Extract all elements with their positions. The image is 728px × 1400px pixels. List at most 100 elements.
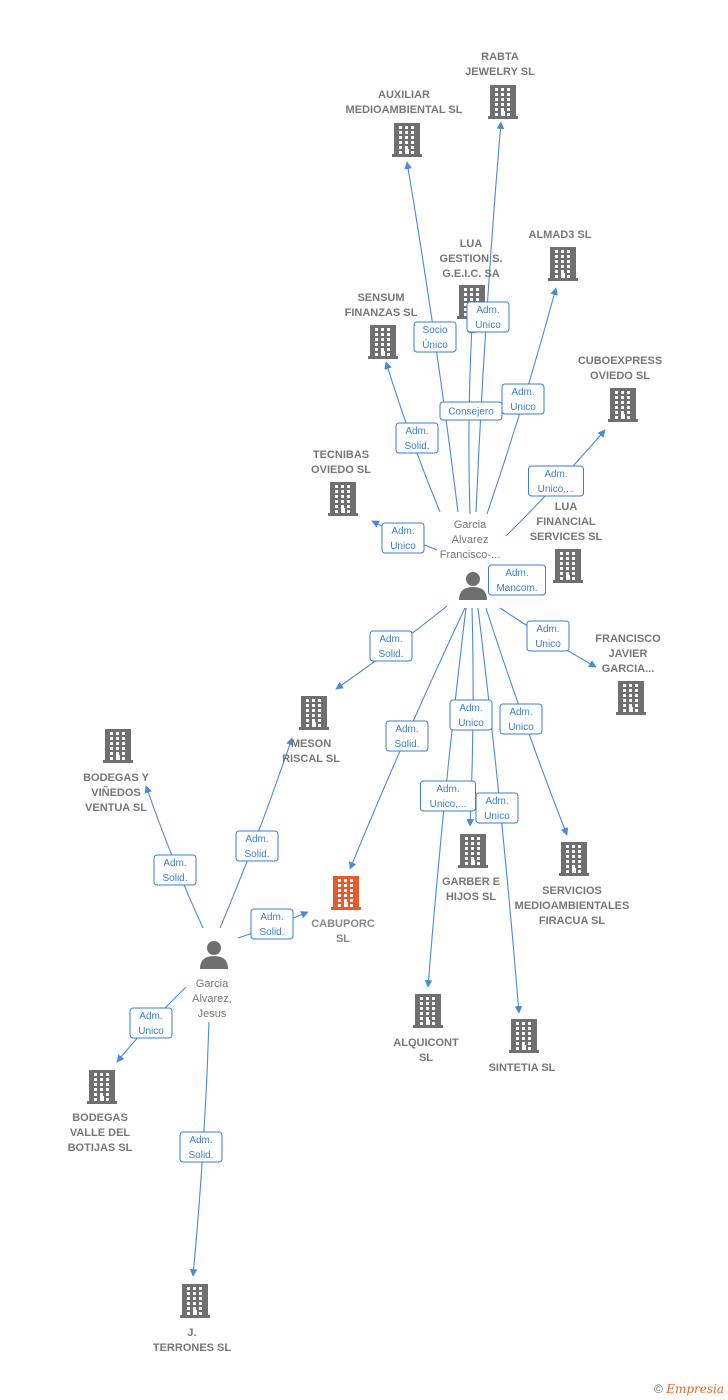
edge-label[interactable]: Adm.Unico bbox=[129, 1007, 173, 1039]
edge-label-text: Adm. bbox=[544, 469, 567, 480]
company-name-line: BOTIJAS SL bbox=[68, 1142, 133, 1154]
edge-label[interactable]: Adm.Solid. bbox=[235, 830, 279, 862]
edge-label-text: Solid. bbox=[394, 739, 419, 750]
footer-brand[interactable]: © Empresia bbox=[654, 1382, 724, 1396]
company-name-line: JEWELRY SL bbox=[465, 66, 535, 78]
company-node-rabta[interactable]: RABTA JEWELRY SL bbox=[465, 51, 535, 119]
building-icon[interactable] bbox=[488, 85, 518, 119]
building-icon[interactable] bbox=[548, 247, 578, 281]
company-name-line: MEDIOAMBIENTAL SL bbox=[346, 104, 463, 116]
company-node-almad3[interactable]: ALMAD3 SL bbox=[529, 229, 592, 281]
company-name-line: TECNIBAS bbox=[313, 449, 369, 461]
company-name-line: MESON bbox=[291, 738, 331, 750]
building-icon[interactable] bbox=[368, 325, 398, 359]
building-icon[interactable] bbox=[413, 994, 443, 1028]
company-name-line: FINANZAS SL bbox=[345, 307, 418, 319]
company-node-sintetia[interactable]: SINTETIA SL bbox=[489, 1019, 556, 1074]
edge-label[interactable]: Adm.Solid. bbox=[395, 422, 439, 454]
edge-label-text: Único bbox=[422, 338, 448, 351]
edge-label-text: Solid. bbox=[404, 441, 429, 452]
building-icon[interactable] bbox=[87, 1070, 117, 1104]
edge-label[interactable]: Adm.Unico bbox=[449, 699, 493, 731]
edge-label-text: Consejero bbox=[448, 407, 494, 418]
edge-label-text: Mancom. bbox=[496, 583, 537, 594]
building-icon[interactable] bbox=[328, 482, 358, 516]
person-name-line: Garcia bbox=[196, 978, 229, 990]
edge-label[interactable]: Adm. Unico bbox=[526, 620, 570, 652]
person-node-francisco_person[interactable]: GarciaAlvarezFrancisco-... bbox=[440, 519, 501, 600]
edge-label[interactable]: Consejero bbox=[439, 401, 503, 421]
company-name-line: LUA bbox=[555, 501, 578, 513]
edge-label-text: Adm. bbox=[505, 568, 528, 579]
edge-label-text: Unico bbox=[510, 402, 536, 413]
person-name-line: Alvarez, bbox=[192, 993, 232, 1005]
edge-label[interactable]: Adm.Solid. bbox=[369, 630, 413, 662]
edge-label[interactable]: Adm.Unico,... bbox=[420, 780, 476, 812]
building-icon[interactable] bbox=[509, 1019, 539, 1053]
edge-label-text: Adm. bbox=[536, 624, 559, 635]
building-icon[interactable] bbox=[299, 696, 329, 730]
person-icon[interactable] bbox=[200, 941, 228, 969]
building-icon[interactable] bbox=[180, 1284, 210, 1318]
building-icon[interactable] bbox=[553, 549, 583, 583]
company-name-line: OVIEDO SL bbox=[590, 370, 650, 382]
company-name-line: BODEGAS Y bbox=[83, 772, 149, 784]
company-node-francisco[interactable]: FRANCISCOJAVIERGARCIA... bbox=[595, 633, 661, 715]
company-name-line: ALMAD3 SL bbox=[529, 229, 592, 241]
edge-label[interactable]: Adm. Mancom. bbox=[488, 564, 546, 596]
edge-label-text: Adm. bbox=[511, 387, 534, 398]
building-icon[interactable] bbox=[616, 681, 646, 715]
building-icon[interactable] bbox=[559, 842, 589, 876]
edge-label[interactable]: Adm.Solid. bbox=[179, 1131, 223, 1163]
edge-label[interactable]: Adm.Unico bbox=[499, 703, 543, 735]
edge-label[interactable]: Adm. Solid. bbox=[385, 720, 429, 752]
company-name-line: RABTA bbox=[481, 51, 519, 63]
person-icon[interactable] bbox=[459, 572, 487, 600]
person-name-line: Garcia bbox=[454, 519, 487, 531]
edge-label[interactable]: Adm.Unico bbox=[475, 792, 519, 824]
edge-label-text: Unico,... bbox=[430, 799, 467, 810]
edge-label[interactable]: Adm.Unico bbox=[381, 522, 425, 554]
building-icon[interactable] bbox=[608, 388, 638, 422]
edge-label-text: Adm. bbox=[395, 724, 418, 735]
edge-label-text: Adm. bbox=[163, 858, 186, 869]
company-node-terrones[interactable]: J.TERRONES SL bbox=[153, 1284, 232, 1354]
edge-label-text: Adm. bbox=[509, 707, 532, 718]
building-icon[interactable] bbox=[458, 834, 488, 868]
company-name-line: AUXILIAR bbox=[378, 89, 430, 101]
company-name-line: SINTETIA SL bbox=[489, 1062, 556, 1074]
edge-label[interactable]: Adm.Unico bbox=[466, 301, 510, 333]
edge-label-text: Unico bbox=[138, 1026, 164, 1037]
edge-label-text: Adm. bbox=[245, 834, 268, 845]
edge-label-text: Adm. bbox=[476, 305, 499, 316]
edge-label-text: Socio bbox=[422, 325, 447, 336]
company-node-sensum[interactable]: SENSUM FINANZAS SL bbox=[345, 292, 418, 359]
company-name-line: BODEGAS bbox=[72, 1112, 128, 1124]
edge-label[interactable]: Adm.Solid. bbox=[153, 854, 197, 886]
edge-label[interactable]: Adm.Unico,... bbox=[528, 465, 584, 497]
edge-labels-layer: Adm.UnicoSocioÚnicoConsejeroAdm.UnicoAdm… bbox=[129, 301, 584, 1163]
edge-label-text: Unico bbox=[535, 639, 561, 650]
edge-label[interactable]: Adm.Solid. bbox=[250, 908, 294, 940]
company-name-line: GESTION S. bbox=[440, 253, 503, 265]
edge-label-text: Solid. bbox=[259, 927, 284, 938]
company-name-line: SENSUM bbox=[357, 292, 404, 304]
nodes-layer: RABTA JEWELRY SL AUXILIAR MEDIOAMBIENTAL SL… bbox=[68, 51, 663, 1354]
company-node-auxiliar[interactable]: AUXILIAR MEDIOAMBIENTAL SL bbox=[346, 89, 463, 157]
building-icon[interactable] bbox=[392, 123, 422, 157]
edge-label[interactable]: Adm. Unico bbox=[501, 383, 545, 415]
building-icon[interactable] bbox=[331, 876, 361, 910]
building-icon[interactable] bbox=[103, 729, 133, 763]
